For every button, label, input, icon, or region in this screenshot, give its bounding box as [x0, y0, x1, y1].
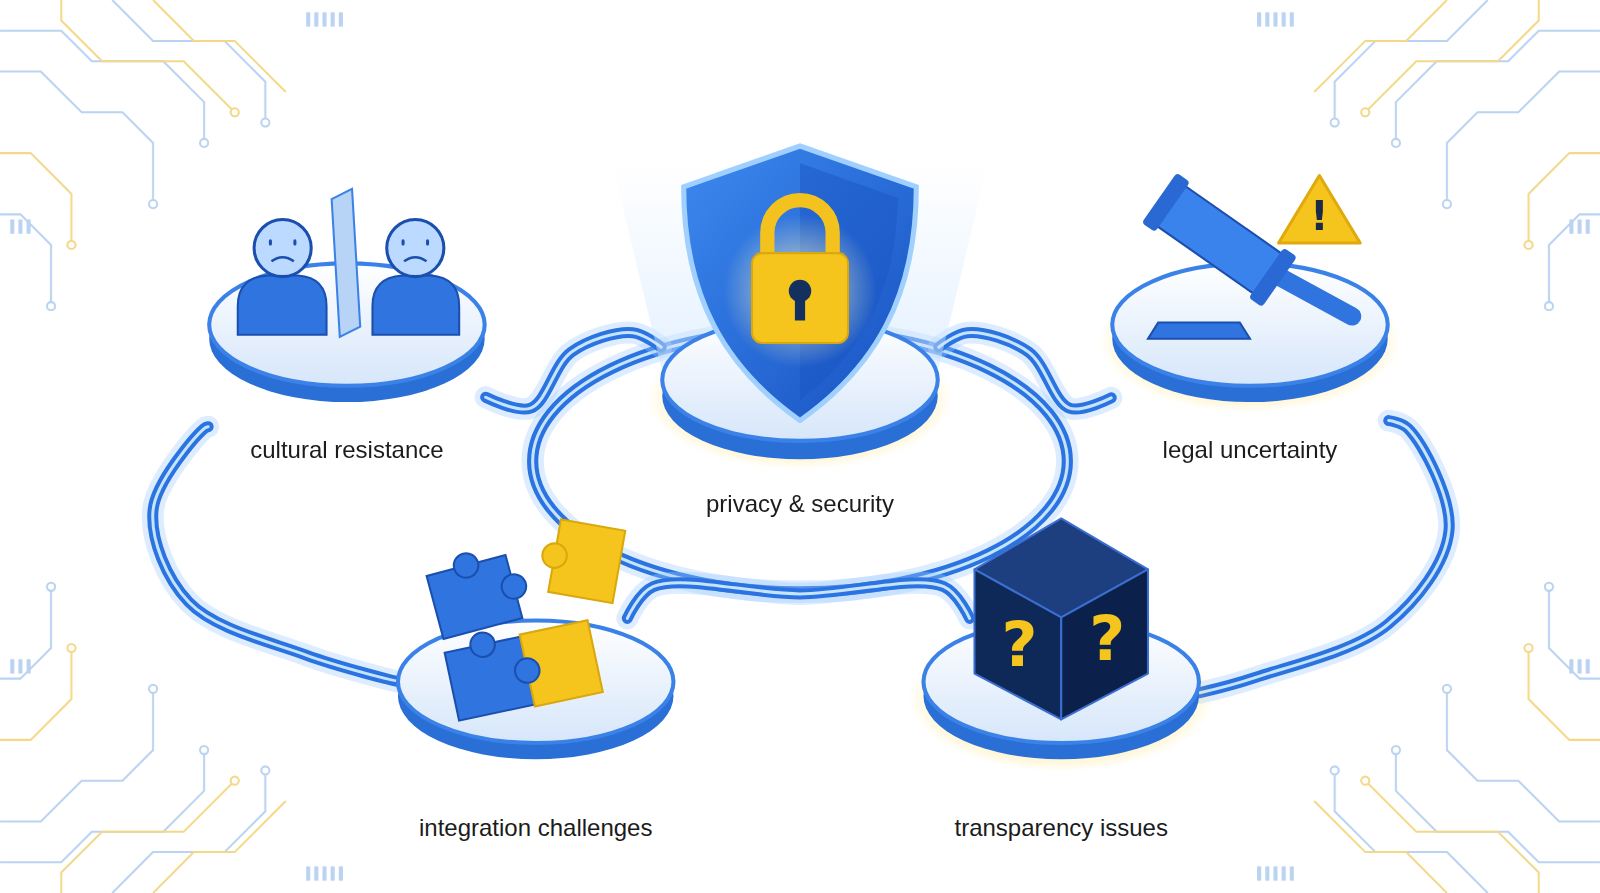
connector-highlight	[939, 333, 1111, 410]
cube-mark: ?	[1089, 608, 1125, 670]
platform-space	[397, 618, 675, 811]
connector-highlight	[627, 583, 969, 619]
connector-highlight	[486, 333, 662, 410]
puzzle-icon	[423, 517, 625, 720]
node-label: legal uncertainty	[1111, 434, 1389, 466]
mystery-cube-icon	[974, 518, 1147, 719]
node-label: transparency issues	[922, 812, 1200, 844]
platform-space	[208, 261, 486, 434]
connector-glow	[939, 333, 1111, 410]
spotlight	[612, 163, 988, 367]
connector-glow	[627, 583, 969, 619]
platform-space	[1111, 261, 1389, 434]
shield-lock-icon	[684, 146, 917, 420]
connector-line	[939, 333, 1111, 410]
gavel-icon	[1142, 173, 1361, 339]
cube-mark: ?	[1001, 614, 1037, 676]
platform-space	[661, 316, 939, 488]
challenge-node: cultural resistance	[208, 261, 486, 466]
connector-line	[486, 333, 662, 410]
connector-glow	[153, 427, 398, 682]
connector-glow	[486, 333, 662, 410]
connector-line	[153, 427, 398, 682]
challenge-node: integration challenges	[397, 618, 675, 843]
node-label: privacy & security	[661, 488, 939, 520]
warning-mark: !	[1310, 196, 1328, 236]
connector-line	[627, 583, 969, 619]
ring-connector	[627, 583, 969, 619]
platform-space	[922, 618, 1200, 811]
node-label: integration challenges	[397, 812, 675, 844]
people-icon	[238, 189, 459, 337]
challenge-node: transparency issues	[922, 618, 1200, 843]
node-label: cultural resistance	[208, 434, 486, 466]
ring-connector	[939, 333, 1111, 410]
challenge-node: legal uncertainty	[1111, 261, 1389, 466]
connector-highlight	[153, 427, 398, 682]
challenge-node: privacy & security	[661, 316, 939, 520]
ring-connector	[153, 427, 398, 682]
ring-connector	[486, 333, 662, 410]
